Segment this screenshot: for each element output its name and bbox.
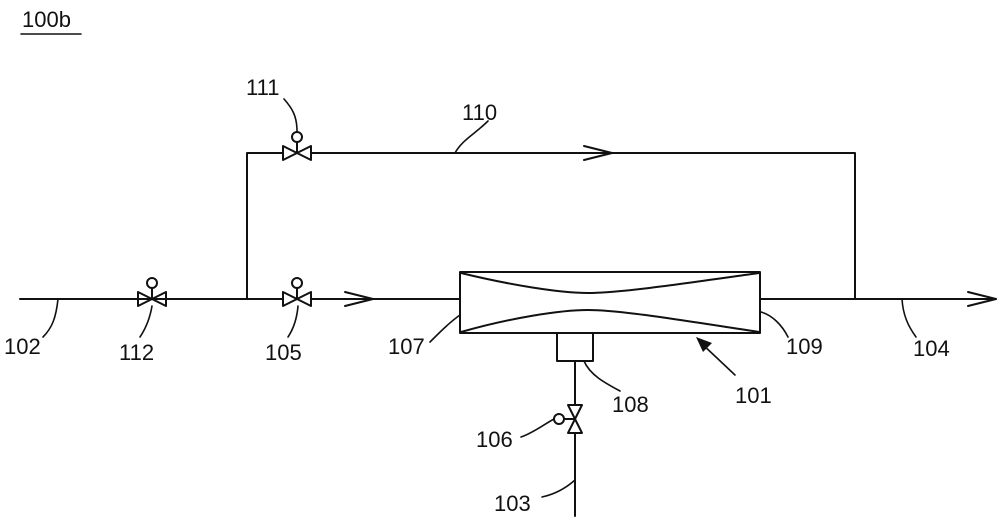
label-104: 104 — [913, 336, 950, 361]
label-101: 101 — [735, 383, 772, 408]
leader-108 — [583, 360, 621, 392]
label-106: 106 — [476, 427, 513, 452]
label-109: 109 — [786, 334, 823, 359]
leader-112 — [139, 305, 153, 338]
leader-110 — [454, 120, 489, 154]
leader-111 — [283, 98, 298, 132]
label-111: 111 — [246, 75, 279, 100]
leader-104 — [901, 298, 917, 338]
valve-112 — [137, 277, 167, 307]
label-107: 107 — [388, 334, 425, 359]
label-110: 110 — [462, 100, 497, 125]
valve-111 — [282, 131, 312, 161]
flow-arrow-outlet — [967, 291, 997, 307]
figure-title: 100b — [22, 7, 71, 32]
leader-105 — [287, 305, 299, 338]
label-102: 102 — [4, 334, 41, 359]
suction-port-108 — [556, 332, 594, 362]
leader-109 — [760, 311, 789, 338]
label-108: 108 — [612, 392, 649, 417]
arrowhead-101 — [696, 337, 712, 352]
label-112: 112 — [119, 340, 154, 365]
ejector-101 — [459, 271, 761, 334]
label-103: 103 — [494, 491, 531, 516]
leader-107 — [429, 314, 461, 343]
bypass-line-110 — [246, 152, 283, 300]
valve-105 — [282, 277, 312, 307]
bypass-line-110-cont — [311, 152, 856, 300]
flow-arrow-main — [344, 291, 374, 307]
label-105: 105 — [265, 340, 302, 365]
valve-106 — [553, 404, 583, 434]
flow-arrow-bypass — [583, 145, 613, 161]
leader-103 — [541, 479, 576, 498]
leader-102 — [42, 298, 59, 338]
leader-106 — [520, 418, 555, 438]
